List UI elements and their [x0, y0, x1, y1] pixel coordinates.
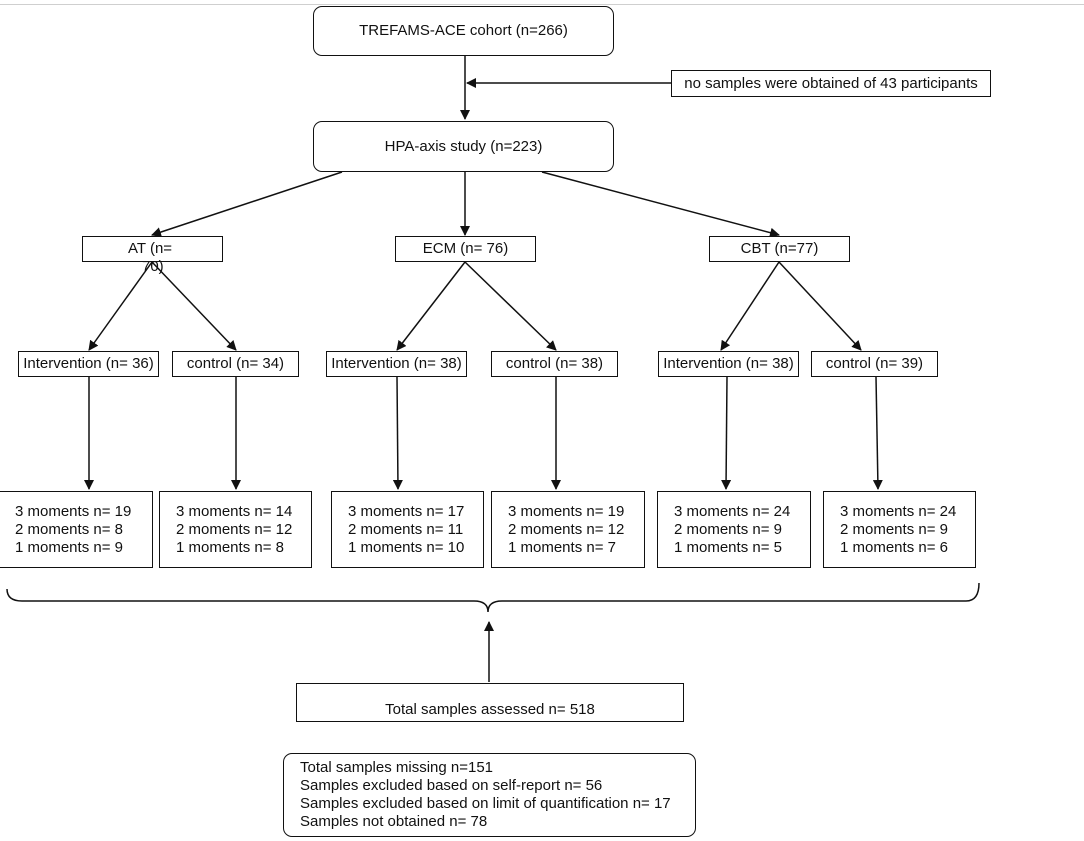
- arrow-arm6-down: [872, 376, 883, 490]
- missing-not-obtained: Samples not obtained n= 78: [300, 813, 488, 830]
- moments-box-at-intervention: 3 moments n= 19 2 moments n= 8 1 moments…: [0, 491, 153, 568]
- moments-3: 3 moments n= 14: [176, 502, 293, 520]
- arm-box-at-control: control (n= 34): [172, 351, 299, 377]
- missing-samples-box: Total samples missing n=151 Samples excl…: [283, 753, 696, 837]
- arm-label: control (n= 34): [186, 355, 285, 372]
- moments-2: 2 moments n= 12: [176, 520, 293, 538]
- hpa-study-label: HPA-axis study (n=223): [384, 137, 543, 155]
- moments-box-ecm-intervention: 3 moments n= 17 2 moments n= 11 1 moment…: [331, 491, 484, 568]
- arm-box-cbt-control: control (n= 39): [811, 351, 938, 377]
- exclusion-label: no samples were obtained of 43 participa…: [684, 74, 978, 92]
- arm-box-ecm-intervention: Intervention (n= 38): [326, 351, 467, 377]
- at-group-box: [82, 236, 223, 262]
- moments-1: 1 moments n= 6: [840, 538, 948, 556]
- arrow-hpa-to-cbt: [541, 171, 780, 238]
- moments-box-cbt-intervention: 3 moments n= 24 2 moments n= 9 1 moments…: [657, 491, 811, 568]
- cbt-group-box: CBT (n=77): [709, 236, 850, 262]
- moments-box-cbt-control: 3 moments n= 24 2 moments n= 9 1 moments…: [823, 491, 976, 568]
- missing-quantification: Samples excluded based on limit of quant…: [300, 795, 671, 812]
- arrow-cbt-to-control: [778, 261, 862, 351]
- total-assessed-label: Total samples assessed n= 518: [385, 701, 595, 718]
- missing-self-report: Samples excluded based on self-report n=…: [300, 777, 603, 794]
- arm-label: Intervention (n= 38): [331, 355, 462, 372]
- top-rule: [0, 4, 1084, 5]
- moments-1: 1 moments n= 8: [176, 538, 284, 556]
- moments-2: 2 moments n= 12: [508, 520, 625, 538]
- arrow-ecm-to-control: [464, 261, 557, 351]
- moments-2: 2 moments n= 8: [15, 520, 123, 538]
- moments-3: 3 moments n= 24: [840, 502, 957, 520]
- moments-1: 1 moments n= 7: [508, 538, 616, 556]
- arrow-arm5-down: [721, 376, 732, 490]
- at-group-label-line1: AT (n=: [128, 240, 173, 257]
- arrow-ecm-to-intervention: [396, 261, 466, 351]
- arm-label: Intervention (n= 38): [663, 355, 794, 372]
- arm-label: Intervention (n= 36): [23, 355, 154, 372]
- moments-3: 3 moments n= 19: [15, 502, 132, 520]
- at-group-label-line2: 70): [142, 258, 164, 275]
- cohort-box: TREFAMS-ACE cohort (n=266): [313, 6, 614, 56]
- arrow-at-to-intervention: [88, 261, 153, 351]
- moments-2: 2 moments n= 11: [348, 520, 464, 538]
- grouping-brace: [6, 582, 980, 613]
- ecm-group-label: ECM (n= 76): [422, 240, 509, 257]
- arrow-hpa-to-at: [151, 171, 343, 237]
- total-assessed-box: Total samples assessed n= 518: [296, 683, 684, 722]
- arm-box-ecm-control: control (n= 38): [491, 351, 618, 377]
- arm-label: control (n= 39): [825, 355, 924, 372]
- cohort-label: TREFAMS-ACE cohort (n=266): [359, 22, 568, 39]
- missing-total: Total samples missing n=151: [300, 759, 494, 776]
- moments-box-ecm-control: 3 moments n= 19 2 moments n= 12 1 moment…: [491, 491, 645, 568]
- moments-2: 2 moments n= 9: [674, 520, 782, 538]
- moments-3: 3 moments n= 17: [348, 502, 465, 520]
- moments-1: 1 moments n= 5: [674, 538, 782, 556]
- moments-1: 1 moments n= 10: [348, 538, 465, 556]
- arm-box-at-intervention: Intervention (n= 36): [18, 351, 159, 377]
- arrow-at-to-control: [151, 261, 237, 351]
- cbt-group-label: CBT (n=77): [740, 240, 819, 257]
- arrow-arm3-down: [392, 376, 403, 490]
- moments-3: 3 moments n= 24: [674, 502, 791, 520]
- arm-label: control (n= 38): [505, 355, 604, 372]
- moments-box-at-control: 3 moments n= 14 2 moments n= 12 1 moment…: [159, 491, 312, 568]
- arrow-cbt-to-intervention: [720, 261, 780, 351]
- hpa-study-box: HPA-axis study (n=223): [313, 121, 614, 172]
- moments-3: 3 moments n= 19: [508, 502, 625, 520]
- moments-2: 2 moments n= 9: [840, 520, 948, 538]
- ecm-group-box: ECM (n= 76): [395, 236, 536, 262]
- arm-box-cbt-intervention: Intervention (n= 38): [658, 351, 799, 377]
- exclusion-box: no samples were obtained of 43 participa…: [671, 70, 991, 97]
- moments-1: 1 moments n= 9: [15, 538, 123, 556]
